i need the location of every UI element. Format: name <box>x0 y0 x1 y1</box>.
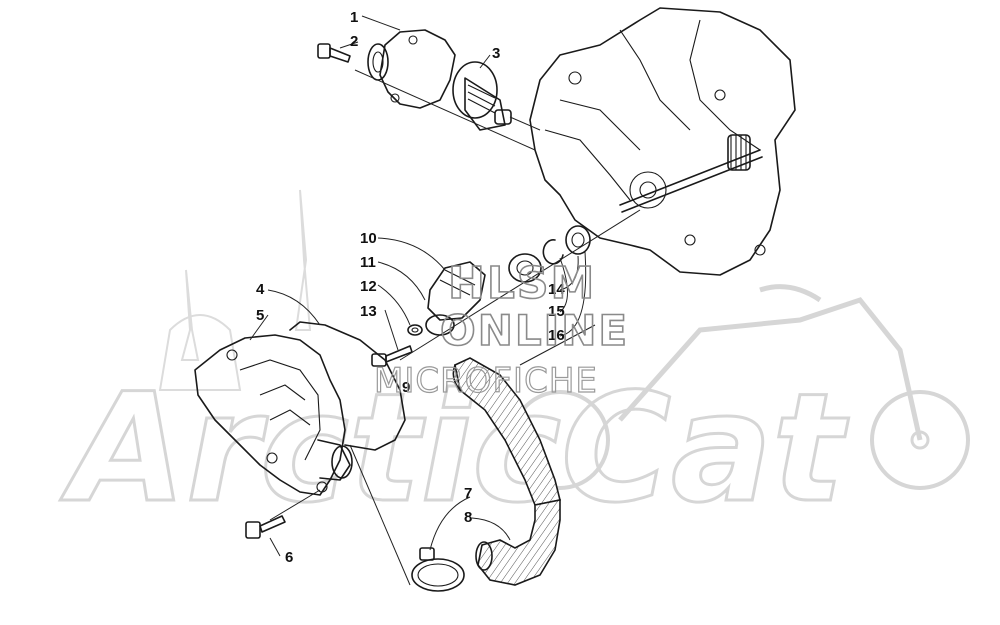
seal-assembly <box>508 225 591 283</box>
hose-lower <box>475 499 561 586</box>
hose-clamp <box>411 547 465 592</box>
callout-5: 5 <box>256 307 264 324</box>
watermark: HLSM ONLINE MICROFICHE <box>373 257 629 401</box>
gasket <box>289 321 406 451</box>
engine-crankcase <box>529 7 796 276</box>
callout-1: 1 <box>350 9 358 26</box>
watermark-line2: ONLINE <box>440 306 629 355</box>
callout-7: 7 <box>464 485 472 502</box>
callout-2: 2 <box>350 33 358 50</box>
callout-labels: 1 2 3 4 5 6 7 8 9 10 11 12 13 14 15 16 <box>256 9 565 566</box>
watermark-line3: MICROFICHE <box>374 361 598 401</box>
callout-4: 4 <box>256 281 265 298</box>
callout-13: 13 <box>360 303 377 320</box>
bolt-2 <box>317 43 351 63</box>
callout-6: 6 <box>285 549 293 566</box>
callout-9: 9 <box>402 379 410 396</box>
thermostat <box>452 61 512 131</box>
watermark-line1: HLSM <box>448 258 596 309</box>
callout-11: 11 <box>360 254 376 271</box>
callout-10: 10 <box>360 230 377 247</box>
callout-14: 14 <box>548 281 565 298</box>
callout-12: 12 <box>360 278 377 295</box>
brand-logo-text: ArcticCat <box>60 362 849 536</box>
callout-16: 16 <box>548 327 565 344</box>
water-pump-cover <box>194 334 353 496</box>
callout-8: 8 <box>464 509 472 526</box>
callout-3: 3 <box>492 45 500 62</box>
callout-leaders <box>249 15 587 557</box>
thermostat-housing <box>367 29 456 109</box>
bolt-6 <box>245 515 286 539</box>
impeller <box>425 261 486 336</box>
brand-logo: ArcticCat <box>59 189 970 538</box>
callout-15: 15 <box>548 303 565 320</box>
washer <box>407 324 423 336</box>
